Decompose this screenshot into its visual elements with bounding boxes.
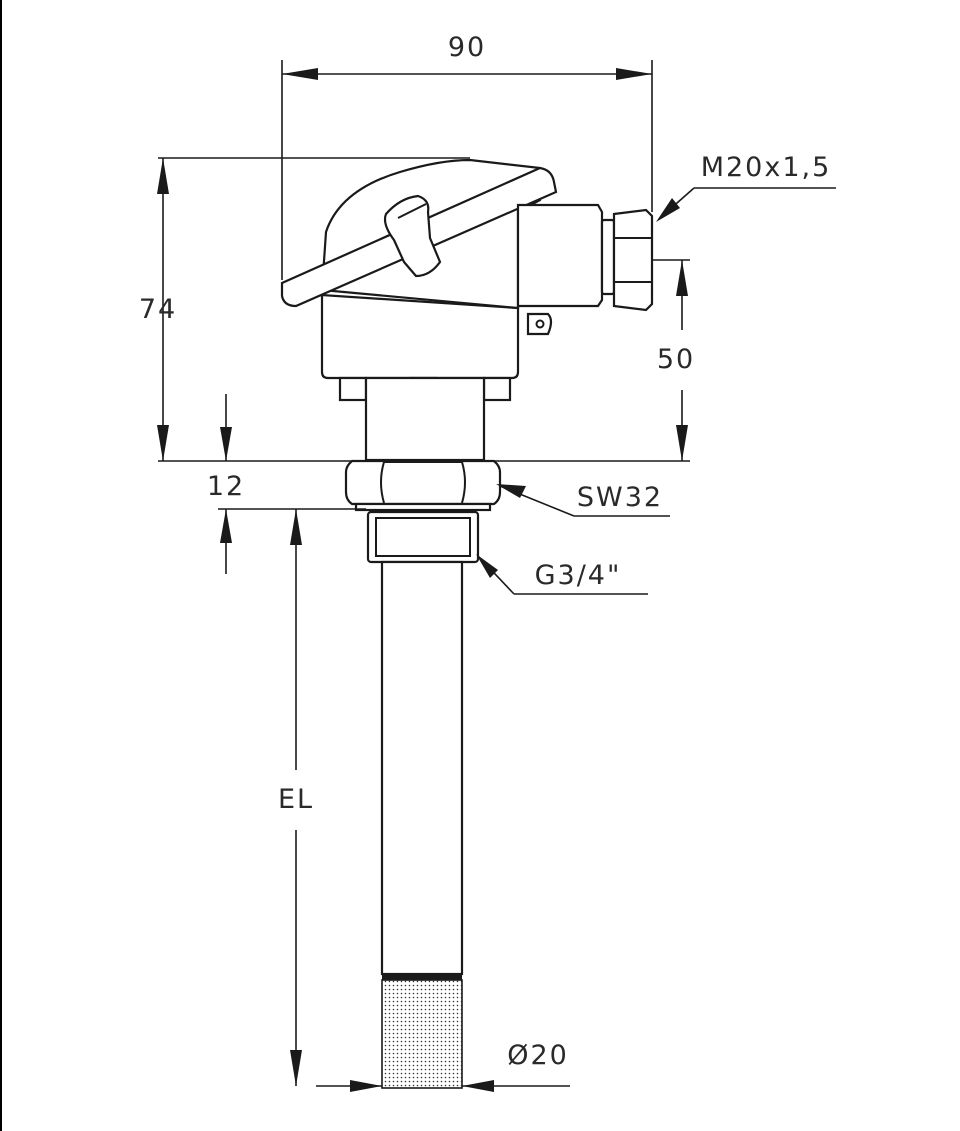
hex-nut-face-right	[461, 461, 466, 504]
protection-tube	[380, 560, 464, 1089]
gland-boss	[516, 203, 604, 308]
earth-tab-hole	[535, 319, 545, 329]
dim-height-label: 74	[139, 294, 177, 325]
thread-section	[366, 510, 480, 564]
sensor-sintered-tip	[381, 979, 463, 1089]
housing-body	[320, 293, 520, 380]
callout-hex-size-label: SW32	[577, 482, 663, 513]
callout-cable-gland-label: M20x1,5	[701, 152, 832, 183]
dim-width-90: 90	[281, 32, 653, 280]
dim-thread-length-label: 12	[207, 471, 245, 502]
cable-gland	[600, 208, 654, 312]
callout-process-thread: G3/4"	[476, 554, 648, 595]
sensor-tip-band	[382, 974, 462, 980]
dim-diameter-label: Ø20	[507, 1040, 569, 1071]
callout-cable-gland: M20x1,5	[656, 152, 836, 222]
hex-nut-face-left	[380, 461, 385, 504]
housing-foot-left	[338, 376, 368, 402]
earth-tab	[526, 312, 553, 336]
dim-height-74: 74	[139, 157, 690, 462]
dim-cable-height-label: 50	[657, 344, 695, 375]
dim-el: EL	[278, 509, 314, 1086]
callout-hex-size: SW32	[496, 482, 670, 517]
dim-thread-12: 12	[207, 394, 366, 574]
housing-foot-right	[482, 376, 512, 402]
lid-screw	[383, 194, 442, 278]
terminal-head	[280, 158, 654, 462]
lid-screw-slot	[397, 203, 427, 219]
thread-core	[375, 517, 471, 557]
dim-el-label: EL	[278, 784, 314, 815]
washer	[354, 502, 492, 512]
hex-nut	[344, 459, 502, 506]
tube-body	[380, 560, 464, 976]
dim-height-50: 50	[652, 259, 695, 461]
dim-width-label: 90	[448, 32, 486, 63]
dim-diameter: Ø20	[316, 1040, 570, 1092]
neck-tube	[364, 376, 486, 462]
process-connection	[344, 459, 502, 564]
callout-process-thread-label: G3/4"	[535, 560, 622, 591]
